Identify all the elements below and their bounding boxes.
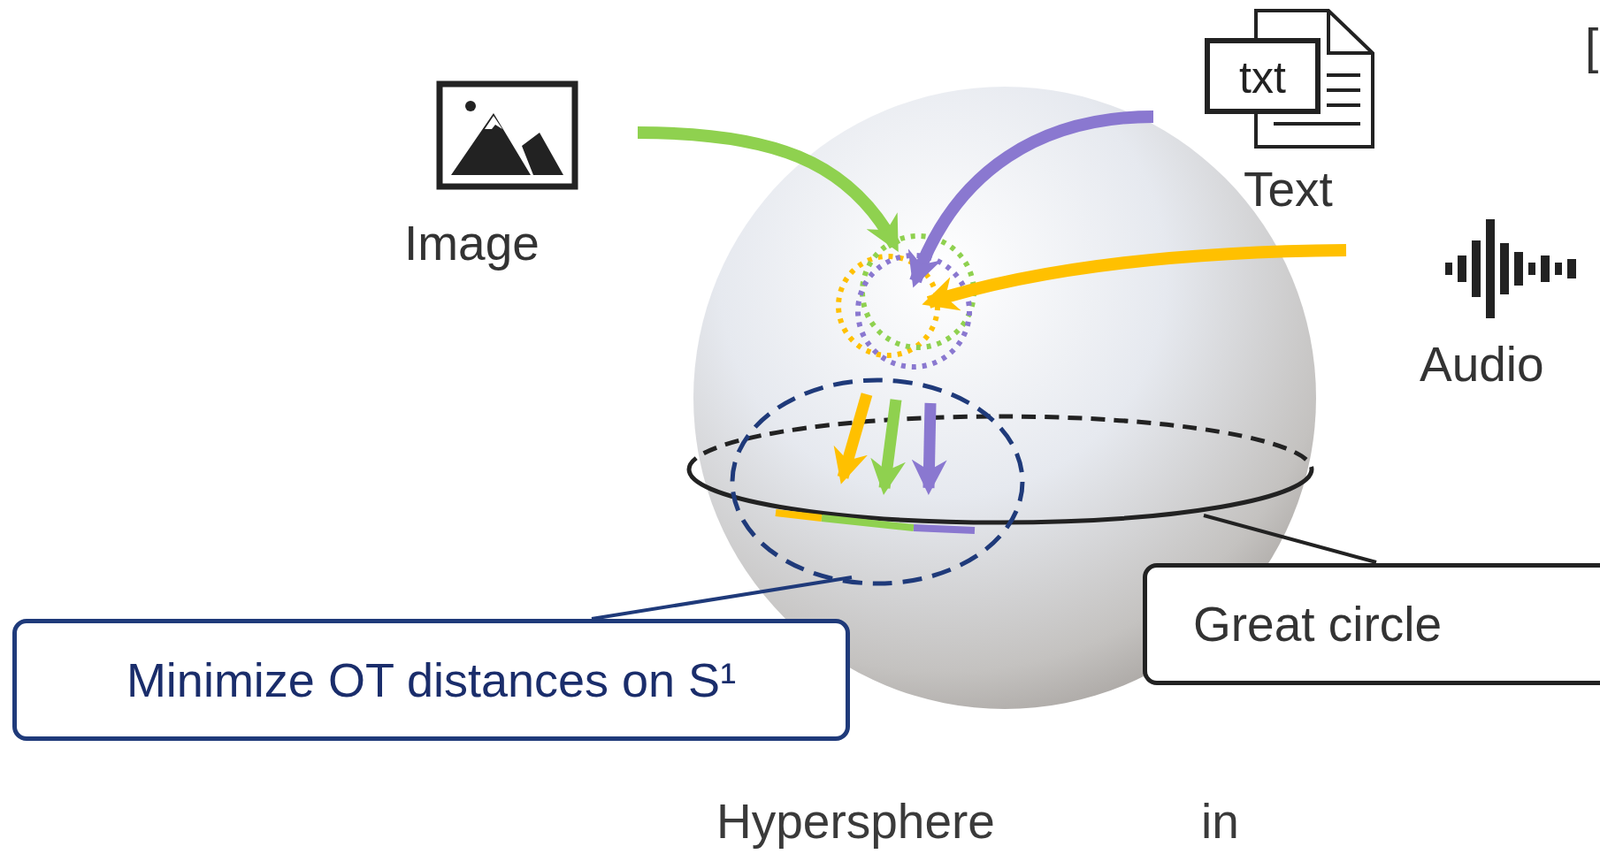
audio-icon	[1445, 219, 1577, 319]
leader-line	[1203, 515, 1377, 563]
callout-text: Minimize OT distances on S¹	[126, 652, 736, 708]
text-label: [	[1584, 19, 1599, 74]
text-label: Image	[404, 216, 540, 271]
text-down-arrow	[928, 403, 931, 489]
callout-box: Minimize OT distances on S¹	[12, 619, 850, 742]
audio-down-arrow	[842, 394, 867, 478]
callout-text: Great circle	[1193, 596, 1442, 653]
text-segment	[913, 528, 975, 531]
image-icon	[439, 84, 575, 187]
image-down-arrow	[884, 399, 896, 489]
text-label: Hypersphere	[716, 795, 996, 850]
callout-box: Great circle	[1142, 563, 1600, 686]
text-arrow	[915, 116, 1154, 282]
great-circle-front	[688, 469, 1312, 523]
image-segment	[821, 518, 914, 529]
txt-box	[1207, 40, 1318, 112]
audio-segment	[775, 512, 822, 519]
text-label: Text	[1243, 162, 1333, 217]
image-icon-mountains	[451, 113, 564, 176]
region-ellipse	[732, 380, 1023, 584]
image-arrow	[637, 132, 896, 246]
text-label: Audio	[1419, 337, 1545, 392]
great-circle-back	[688, 416, 1312, 470]
leader-line	[591, 577, 852, 620]
text-label: in	[1201, 795, 1240, 850]
text-label: txt	[1237, 53, 1288, 103]
audio-arrow	[928, 250, 1347, 303]
